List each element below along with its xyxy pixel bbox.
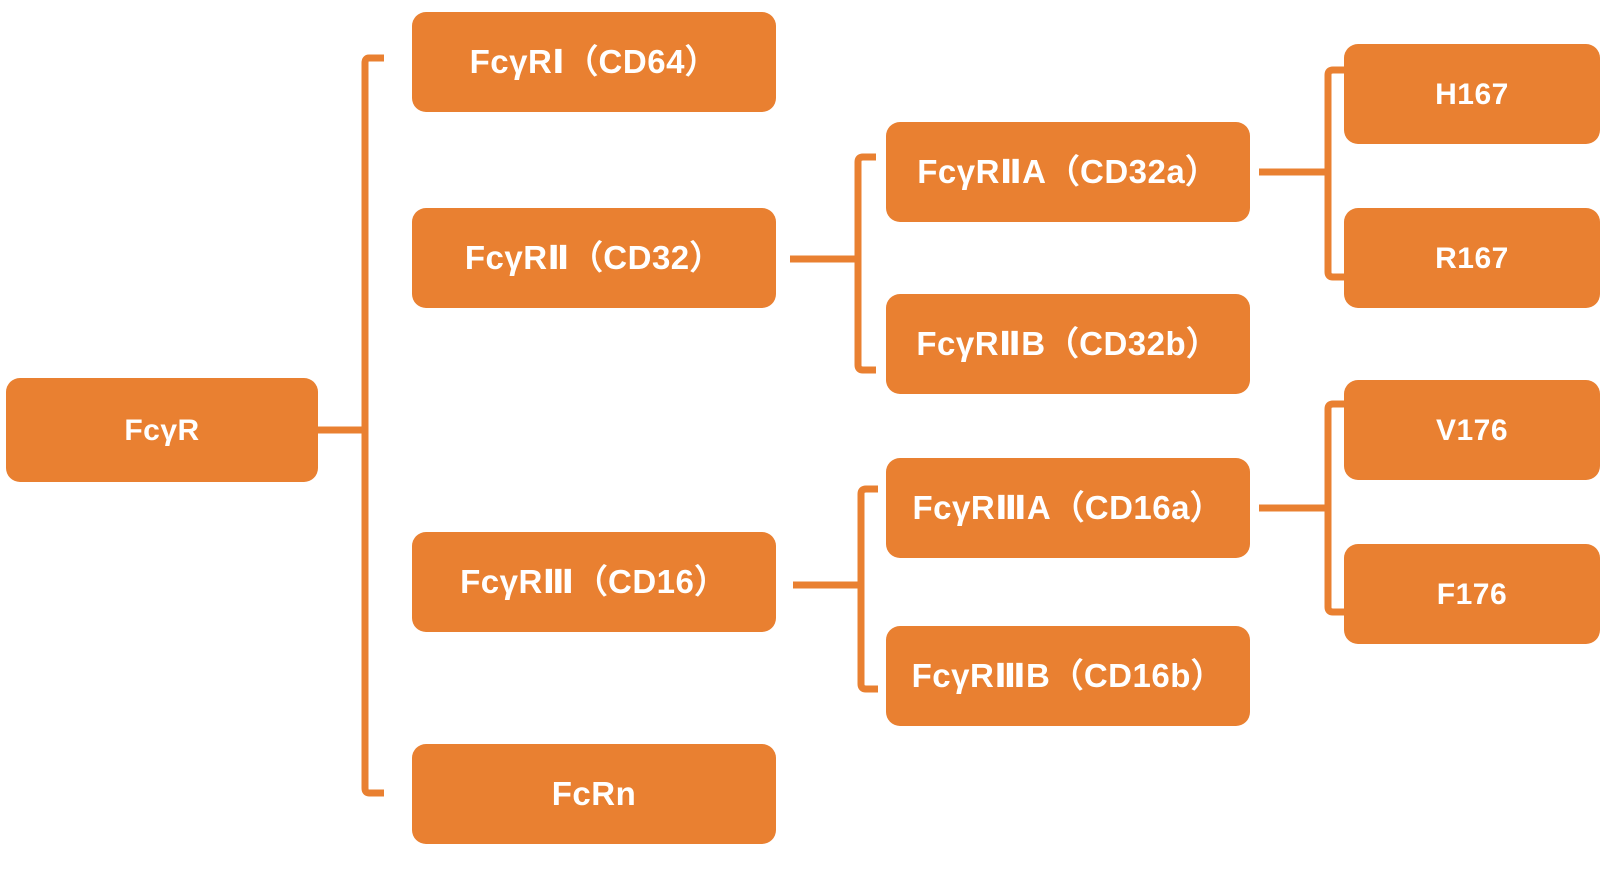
node-fcrn[interactable]: FcRn: [412, 744, 776, 844]
node-fcgr2[interactable]: FcγRⅡ（CD32）: [412, 208, 776, 308]
node-fcgr3a[interactable]: FcγRⅢA（CD16a）: [886, 458, 1250, 558]
node-label: FcγRⅡ（CD32）: [464, 238, 724, 276]
bracket-fcgr3: [857, 485, 878, 693]
node-label: FcγRⅡB（CD32b）: [916, 324, 1220, 362]
node-v176[interactable]: V176: [1344, 380, 1600, 480]
node-h167[interactable]: H167: [1344, 44, 1600, 144]
node-fcgr3b[interactable]: FcγRⅢB（CD16b）: [886, 626, 1250, 726]
node-label: FcγRⅢA（CD16a）: [912, 488, 1224, 526]
node-label: F176: [1436, 577, 1508, 611]
node-label: V176: [1435, 413, 1509, 447]
node-f176[interactable]: F176: [1344, 544, 1600, 644]
bracket-fcgr2a: [1324, 66, 1344, 281]
node-fcgr2a[interactable]: FcγRⅡA（CD32a）: [886, 122, 1250, 222]
node-label: H167: [1435, 77, 1509, 111]
node-fcgr2b[interactable]: FcγRⅡB（CD32b）: [886, 294, 1250, 394]
node-label: FcRn: [551, 774, 637, 812]
node-fcgr3[interactable]: FcγRⅢ（CD16）: [412, 532, 776, 632]
node-label: FcγRⅠ（CD64）: [469, 42, 719, 80]
node-label: FcγR: [124, 413, 200, 447]
node-fcgr1[interactable]: FcγRⅠ（CD64）: [412, 12, 776, 112]
bracket-fcgr2: [854, 153, 876, 374]
node-label: R167: [1435, 241, 1509, 275]
bracket-root: [361, 54, 384, 797]
node-fcgr-root[interactable]: FcγR: [6, 378, 318, 482]
node-r167[interactable]: R167: [1344, 208, 1600, 308]
node-label: FcγRⅢ（CD16）: [460, 562, 728, 600]
node-label: FcγRⅢB（CD16b）: [911, 656, 1225, 694]
node-label: FcγRⅡA（CD32a）: [917, 152, 1219, 190]
bracket-fcgr3a: [1324, 400, 1344, 616]
